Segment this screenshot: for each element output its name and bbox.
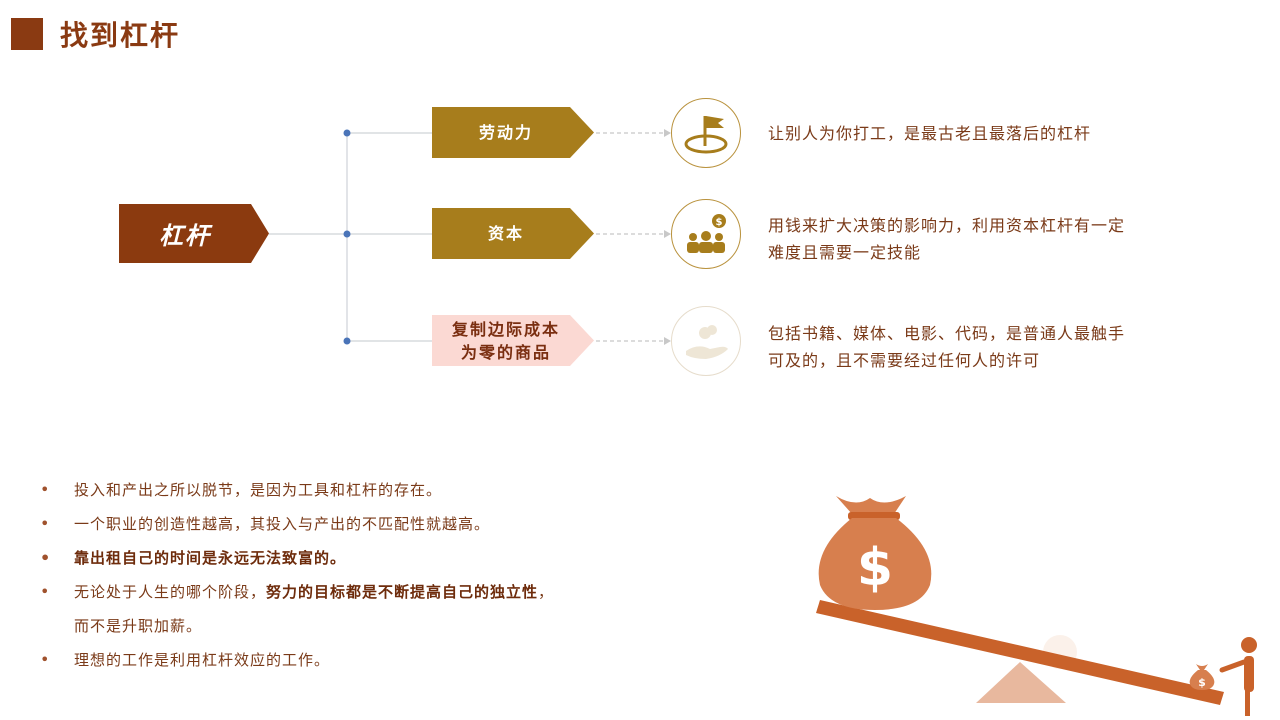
dollar-sign: $ [857,538,893,598]
money-bag-knot [836,496,906,514]
description-capital: 用钱来扩大决策的影响力，利用资本杠杆有一定 难度且需要一定技能 [768,216,1126,262]
branch-arrow-3 [432,315,594,366]
bullet-list: 投入和产出之所以脱节，是因为工具和杠杆的存在。 一个职业的创造性越高，其投入与产… [40,473,680,677]
money-bag [818,518,932,610]
branch-arrow-2 [432,208,594,259]
node-dot-3 [343,337,351,345]
root-arrow [119,204,269,263]
svg-text:$: $ [716,217,723,228]
branch-label-capital: 资本 [487,224,524,243]
title-marker [11,18,43,50]
node-dot-2 [343,230,351,238]
branch-arrow-1 [432,107,594,158]
person-head [1241,637,1257,653]
branch-label-zero-marginal-cost: 复制边际成本 为零的商品 [451,319,560,362]
list-item-continuation: 而不是升职加薪。 [74,617,203,635]
fulcrum [976,662,1066,703]
list-item: 投入和产出之所以脱节，是因为工具和杠杆的存在。 [40,473,680,507]
list-item: 无论处于人生的哪个阶段，努力的目标都是不断提高自己的独立性， [40,575,680,609]
list-item: 理想的工作是利用杠杆效应的工作。 [40,643,680,677]
description-zero-marginal-cost: 包括书籍、媒体、电影、代码，是普通人最触手 可及的，且不需要经过任何人的许可 [768,324,1126,370]
list-item: 一个职业的创造性越高，其投入与产出的不匹配性就越高。 [40,507,680,541]
svg-text:$: $ [1198,676,1206,689]
people-money-icon: $ [671,199,741,269]
list-item: 靠出租自己的时间是永远无法致富的。 [40,541,680,575]
flag-icon [671,98,741,168]
branch-label-labor: 劳动力 [478,123,533,142]
hand-coins-icon [671,306,741,376]
small-money-bag [1189,670,1215,690]
node-dot-1 [343,129,351,137]
seesaw-beam [816,600,1224,705]
person-body [1244,656,1254,692]
description-labor: 让别人为你打工，是最古老且最落后的杠杆 [768,124,1092,143]
page-title: 找到杠杆 [60,19,181,52]
money-bag-seesaw-icon: $ $ [816,496,1257,716]
root-node-label: 杠杆 [159,221,211,250]
